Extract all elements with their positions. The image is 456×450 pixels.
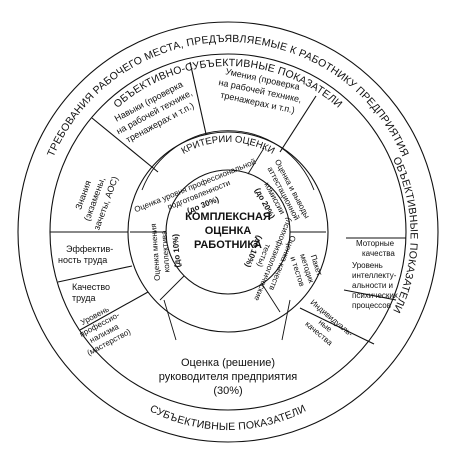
- manager-assessment: Оценка (решение) руководителя предприяти…: [159, 357, 298, 397]
- criteria-heading-arc: [141, 130, 315, 191]
- manager-line-2: руководителя предприятия: [159, 371, 298, 383]
- divider-manager-right: [281, 299, 291, 341]
- certification-criterion: Оценка и выводы аттестационной комиссии …: [253, 158, 312, 222]
- efficiency-segment: Эффектив- ность труда: [58, 244, 113, 265]
- quality-line-1: Качество: [72, 282, 110, 292]
- center-line-3: РАБОТНИКА: [194, 239, 262, 251]
- efficiency-line-2: ность труда: [58, 255, 107, 265]
- divider-left-mid: [57, 265, 133, 283]
- skills-segment: Навыки (проверка на рабочей технике, тре…: [113, 79, 196, 145]
- divider-right-bottom: [299, 307, 375, 345]
- divider-inner-1: [247, 147, 265, 175]
- divider-inner-4: [159, 275, 185, 301]
- intellect-line-5: процессов: [352, 301, 391, 310]
- team-line-3: (до 10%): [171, 233, 182, 267]
- intellect-line-1: Уровень: [352, 261, 383, 270]
- intellect-line-3: альности и: [352, 281, 393, 290]
- motor-segment: Моторные качества: [356, 239, 395, 258]
- divider-manager-left: [163, 299, 177, 341]
- segment-dividers: [50, 61, 406, 345]
- quality-segment: Качество труда: [72, 282, 110, 303]
- intellect-segment: Уровень интеллекту- альности и психическ…: [352, 261, 398, 310]
- center-label: КОМПЛЕКСНАЯ ОЦЕНКА РАБОТНИКА: [185, 211, 271, 251]
- team-line-2: коллектива: [159, 230, 171, 273]
- manager-line-1: Оценка (решение): [181, 357, 275, 369]
- individual-segment: Индивидуаль- ные качества: [303, 298, 355, 348]
- efficiency-line-1: Эффектив-: [66, 244, 113, 254]
- divider-upper-left: [91, 117, 159, 173]
- team-criterion: Оценка мнения коллектива (до 10%): [149, 223, 182, 281]
- divider-upper-mid: [189, 61, 207, 135]
- tests-package-segment: Пакет методик и тестов: [288, 253, 324, 288]
- motor-line-2: качества: [362, 249, 395, 258]
- team-line-1: Оценка мнения: [149, 223, 162, 281]
- quality-line-2: труда: [72, 293, 95, 303]
- intellect-line-2: интеллекту-: [352, 271, 397, 280]
- knowledge-segment: Знания (экзамены, зачеты, АОС): [73, 175, 120, 231]
- divider-upper-right: [279, 95, 317, 153]
- divider-right-mid: [343, 289, 397, 301]
- center-line-1: КОМПЛЕКСНАЯ: [185, 211, 271, 223]
- subjective-indicators-label: СУБЪЕКТИВНЫЕ ПОКАЗАТЕЛИ: [148, 403, 308, 433]
- intellect-line-4: психических: [352, 291, 398, 300]
- center-line-2: ОЦЕНКА: [205, 225, 252, 237]
- divider-inner-3: [261, 283, 281, 313]
- manager-line-3: (30%): [213, 385, 242, 397]
- professionalism-segment: Уровень профессио- нализма (мастерство): [78, 305, 132, 358]
- divider-left-bottom: [79, 291, 149, 331]
- motor-line-1: Моторные: [356, 239, 395, 248]
- outer-circle: [17, 21, 439, 443]
